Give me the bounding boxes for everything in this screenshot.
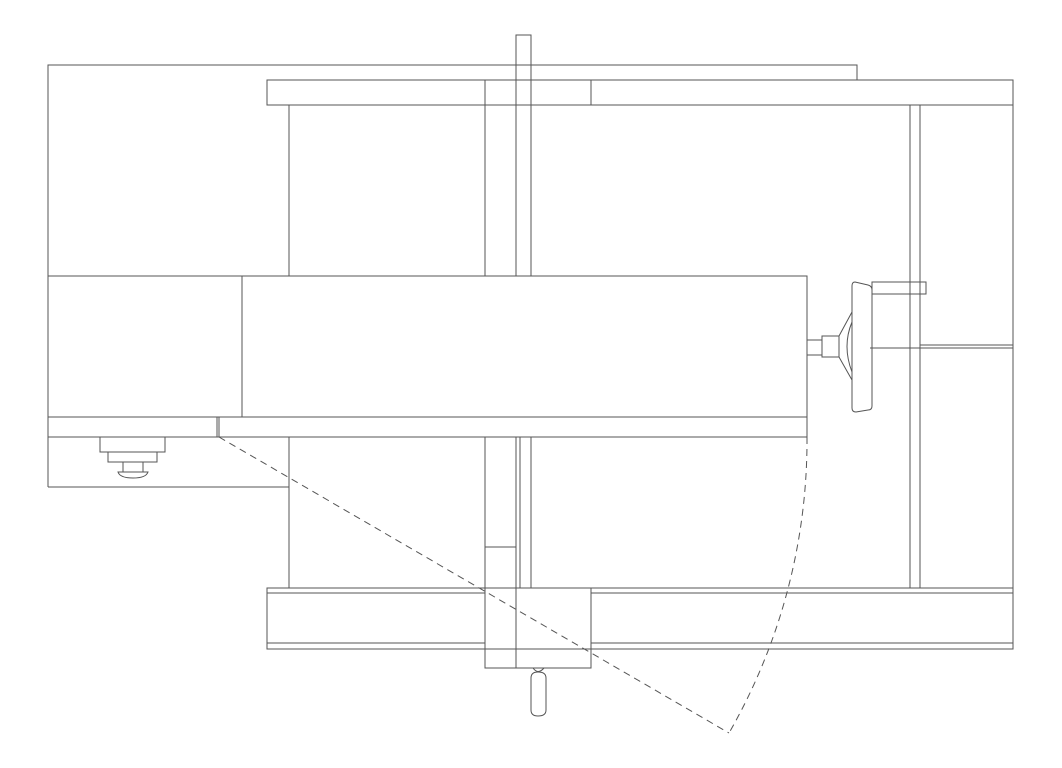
bottom-rail	[266, 587, 1014, 650]
table-top	[47, 275, 808, 438]
lock-knob	[530, 667, 547, 717]
door-swing	[218, 436, 808, 734]
lock-block	[484, 546, 592, 669]
leveling-foot	[99, 436, 166, 479]
top-rail	[266, 79, 1014, 106]
cabinet-frame	[288, 105, 1014, 588]
handwheel	[806, 281, 927, 413]
vertical-guide-bar	[484, 34, 532, 668]
